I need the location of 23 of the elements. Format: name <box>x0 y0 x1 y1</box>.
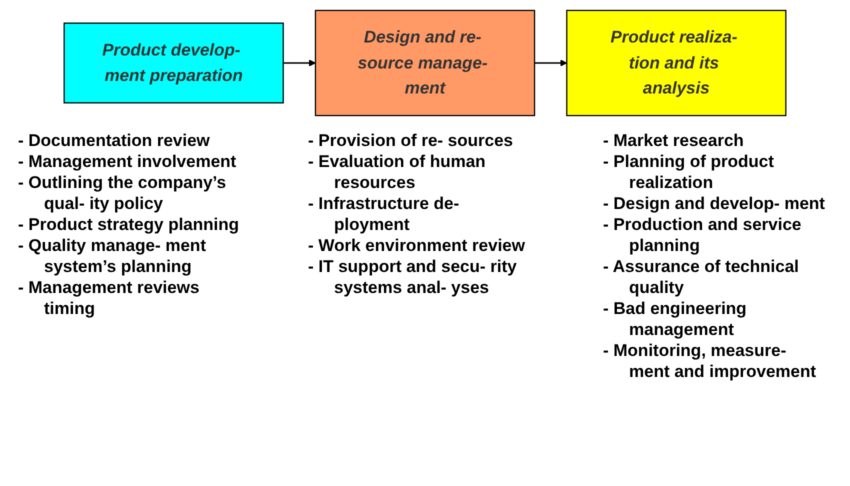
list-item: - Documentation review <box>18 130 210 151</box>
list-item: - Management reviews timing <box>18 277 200 319</box>
list-item: - Market research <box>603 130 744 151</box>
list-item: - Provision of re- sources <box>308 130 513 151</box>
list-item: - Management involvement <box>18 151 236 172</box>
list-item: - Infrastructure de- ployment <box>308 193 460 235</box>
list-item: - Work environment review <box>308 235 525 256</box>
node-box: Product realiza- tion and its analysis <box>566 10 786 116</box>
list-item: - Evaluation of human resources <box>308 151 487 193</box>
list-item: - Outlining the company’s qual- ity policy <box>18 172 228 214</box>
list-item: - Assurance of technical quality <box>603 256 800 298</box>
list-item: - Planning of product realization <box>603 151 775 193</box>
node-box: Product develop- ment preparation <box>64 22 284 104</box>
node-box: Design and re- source manage- ment <box>314 10 536 116</box>
arrow <box>534 59 568 67</box>
list-item: - Bad engineering management <box>603 298 748 340</box>
list-item: - IT support and secu- rity systems anal- yses <box>308 256 518 298</box>
list-item: - Product strategy planning <box>18 214 240 235</box>
list-item: - Design and develop- ment <box>603 193 825 214</box>
list-item: - Monitoring, measure- ment and improvement <box>603 340 818 382</box>
arrow <box>283 59 316 67</box>
list-item: - Quality manage- ment system’s planning <box>18 235 207 277</box>
list-item: - Production and service planning <box>603 214 802 256</box>
